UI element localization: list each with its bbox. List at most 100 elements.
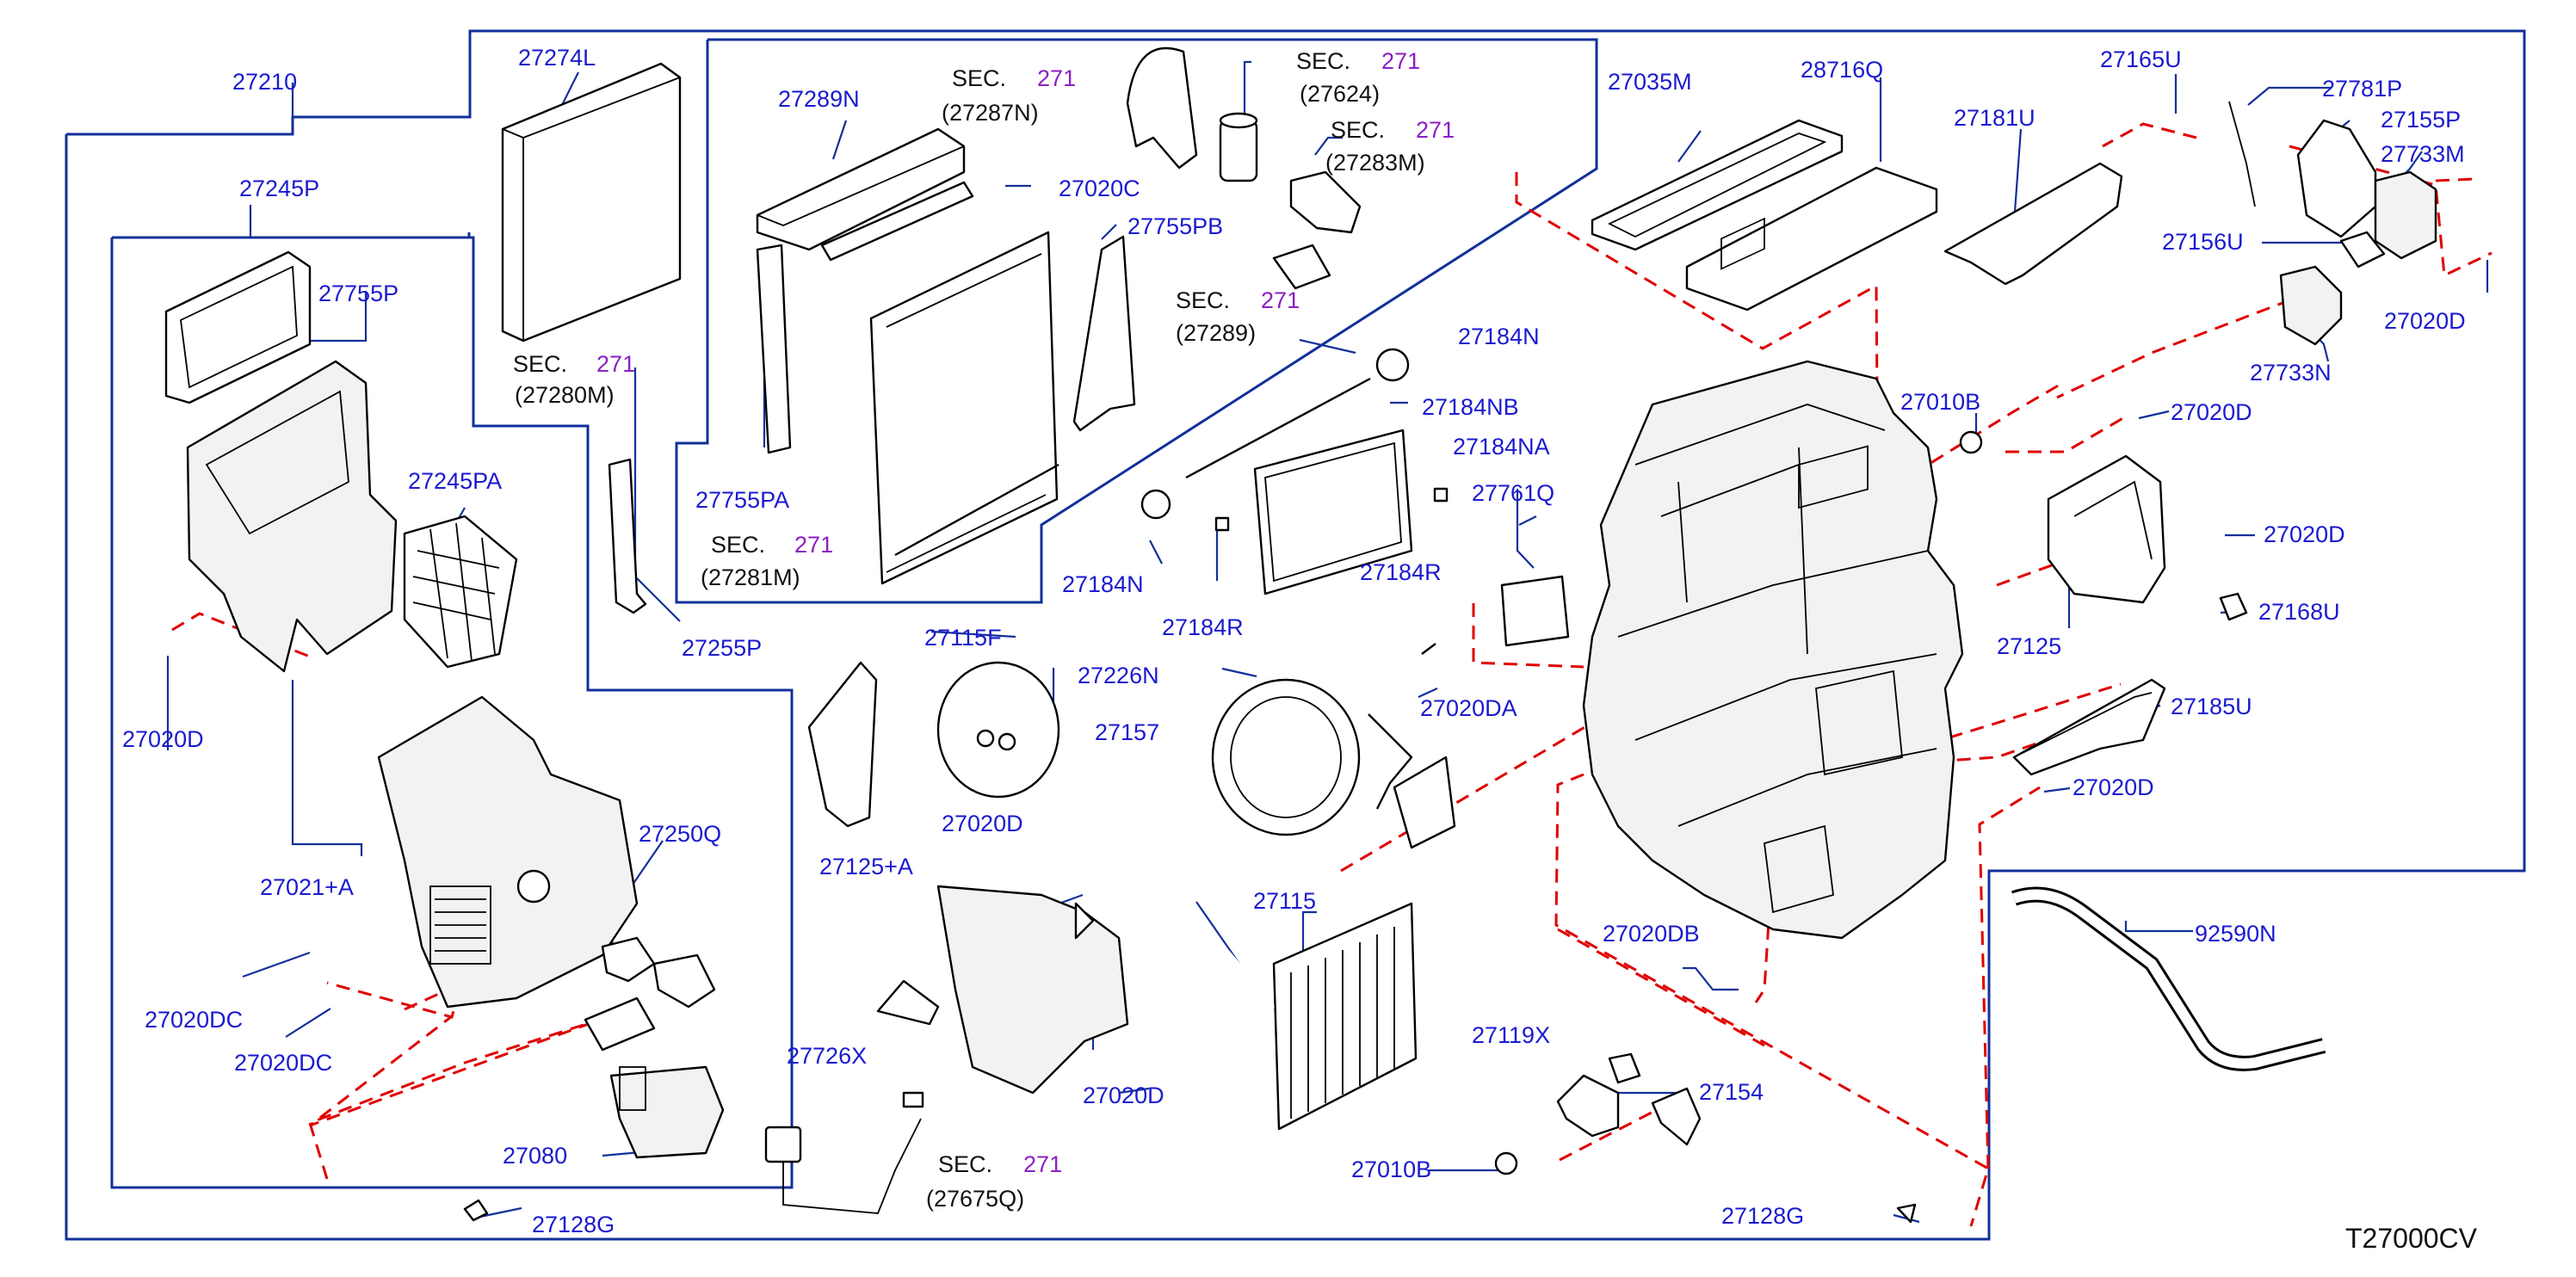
actuator-27733M [2374,170,2437,260]
part-labels: 27210 27274L 27245P 27755P 27245PA 27020… [122,45,2466,1237]
label-27154: 27154 [1699,1079,1764,1105]
section-code-27624: (27624) [1300,81,1380,107]
label-27226N: 27226N [1078,663,1159,688]
label-27035M: 27035M [1608,69,1692,95]
label-27184NB: 27184NB [1422,394,1519,420]
label-27245PA: 27245PA [408,468,502,494]
label-27020DC: 27020DC [145,1007,243,1033]
label-27115: 27115 [1253,888,1316,914]
label-27274L: 27274L [518,45,596,71]
section-ref-27624: SEC.271 [1296,48,1420,74]
label-27020C: 27020C [1059,176,1140,201]
label-27168U: 27168U [2258,599,2340,625]
label-27255P: 27255P [682,635,762,661]
filter-27274L [501,62,682,342]
label-27128G: 27128G [532,1212,615,1237]
seal-27755PA [756,244,792,454]
bracket-27115F [807,661,878,828]
label-27185U: 27185U [2171,694,2252,719]
label-27125A: 27125+A [819,854,913,879]
label-27128G: 27128G [1721,1203,1804,1229]
label-27021A: 27021+A [260,874,354,900]
duct-28716Q [1685,166,1938,312]
label-27119X: 27119X [1472,1022,1550,1048]
intake-27021A [377,695,639,1009]
housing-27125A [936,885,1129,1095]
section-ref-27287N: SEC.271 [952,65,1076,91]
label-27010B: 27010B [1900,389,1980,415]
label-27733N: 27733N [2250,360,2332,386]
grille-27245PA [403,515,518,669]
actuator-27733N [2279,265,2343,346]
actuator-27155P [2296,119,2377,238]
label-27184R: 27184R [1162,614,1244,640]
label-27155P: 27155P [2381,107,2461,133]
label-27755P: 27755P [318,281,398,306]
label-27250Q: 27250Q [639,821,721,847]
link-27181U [1943,162,2123,286]
label-27020D: 27020D [1083,1083,1164,1108]
label-27181U: 27181U [1954,105,2035,131]
heater-core-27115 [1272,902,1418,1131]
label-92590N: 92590N [2195,921,2276,947]
section-ref-27675Q: SEC.271 [938,1151,1062,1177]
lever-27119X [1556,1074,1620,1138]
bracket-27255P [608,458,647,614]
duct-27245P [186,360,398,673]
label-27020DA: 27020DA [1420,695,1517,721]
label-27245P: 27245P [239,176,319,201]
label-27755PA: 27755PA [695,487,789,513]
label-27755PB: 27755PB [1127,213,1223,239]
label-27020DC: 27020DC [234,1050,332,1076]
section-code-27675Q: (27675Q) [926,1186,1024,1212]
label-27115F: 27115F [924,625,1002,651]
label-27289N: 27289N [778,86,860,112]
label-27020DB: 27020DB [1603,921,1700,947]
label-27157: 27157 [1095,719,1159,745]
label-27080: 27080 [503,1143,567,1169]
section-code-27283M: (27283M) [1325,150,1425,176]
link-27154 [1651,1087,1702,1146]
seal-27035M [1591,119,1844,251]
label-27156U: 27156U [2162,229,2244,255]
filter-27184NA [1253,429,1413,595]
hose-92590N [2012,889,2326,1069]
label-27020D: 27020D [2171,399,2252,425]
section-code-27280M: (27280M) [515,382,615,408]
label-27125: 27125 [1997,633,2061,659]
section-code-27287N: (27287N) [942,100,1039,126]
section-code-27289: (27289) [1176,320,1256,346]
section-references: SEC.271 (27280M) SEC.271 (27281M) SEC.27… [513,48,1455,1212]
label-27184NA: 27184NA [1453,434,1550,460]
evaporator-27020C [869,231,1059,585]
label-28716Q: 28716Q [1801,57,1883,83]
blower-27226N [1211,678,1361,836]
label-27781P: 27781P [2322,76,2402,102]
label-27726X: 27726X [787,1043,867,1069]
section-code-27281M: (27281M) [701,564,800,590]
cover-27125 [2047,454,2166,604]
label-27184N: 27184N [1062,571,1144,597]
heater-unit-housing [1582,360,1964,940]
label-27020D: 27020D [122,726,204,752]
label-27761Q: 27761Q [1472,480,1554,506]
label-27210: 27210 [232,69,297,95]
label-27733M: 27733M [2381,141,2465,167]
label-27184R: 27184R [1360,559,1442,585]
label-27165U: 27165U [2100,46,2182,72]
diagram-code: T27000CV [2345,1223,2478,1254]
part-illustrations [164,46,2437,1224]
label-27010B: 27010B [1351,1157,1431,1182]
gasket-27755P [164,250,312,404]
motor-27157 [936,661,1060,799]
actuator-27080 [609,1065,725,1159]
seal-27755PB [1072,235,1136,432]
duct-27185U [2012,678,2166,776]
label-27020D: 27020D [2384,308,2466,334]
label-27020D: 27020D [942,811,1023,836]
label-27184N: 27184N [1458,324,1540,349]
section-ref-27281M: SEC.271 [711,532,833,558]
cover-27289N [756,127,966,251]
label-27020D: 27020D [2073,774,2154,800]
